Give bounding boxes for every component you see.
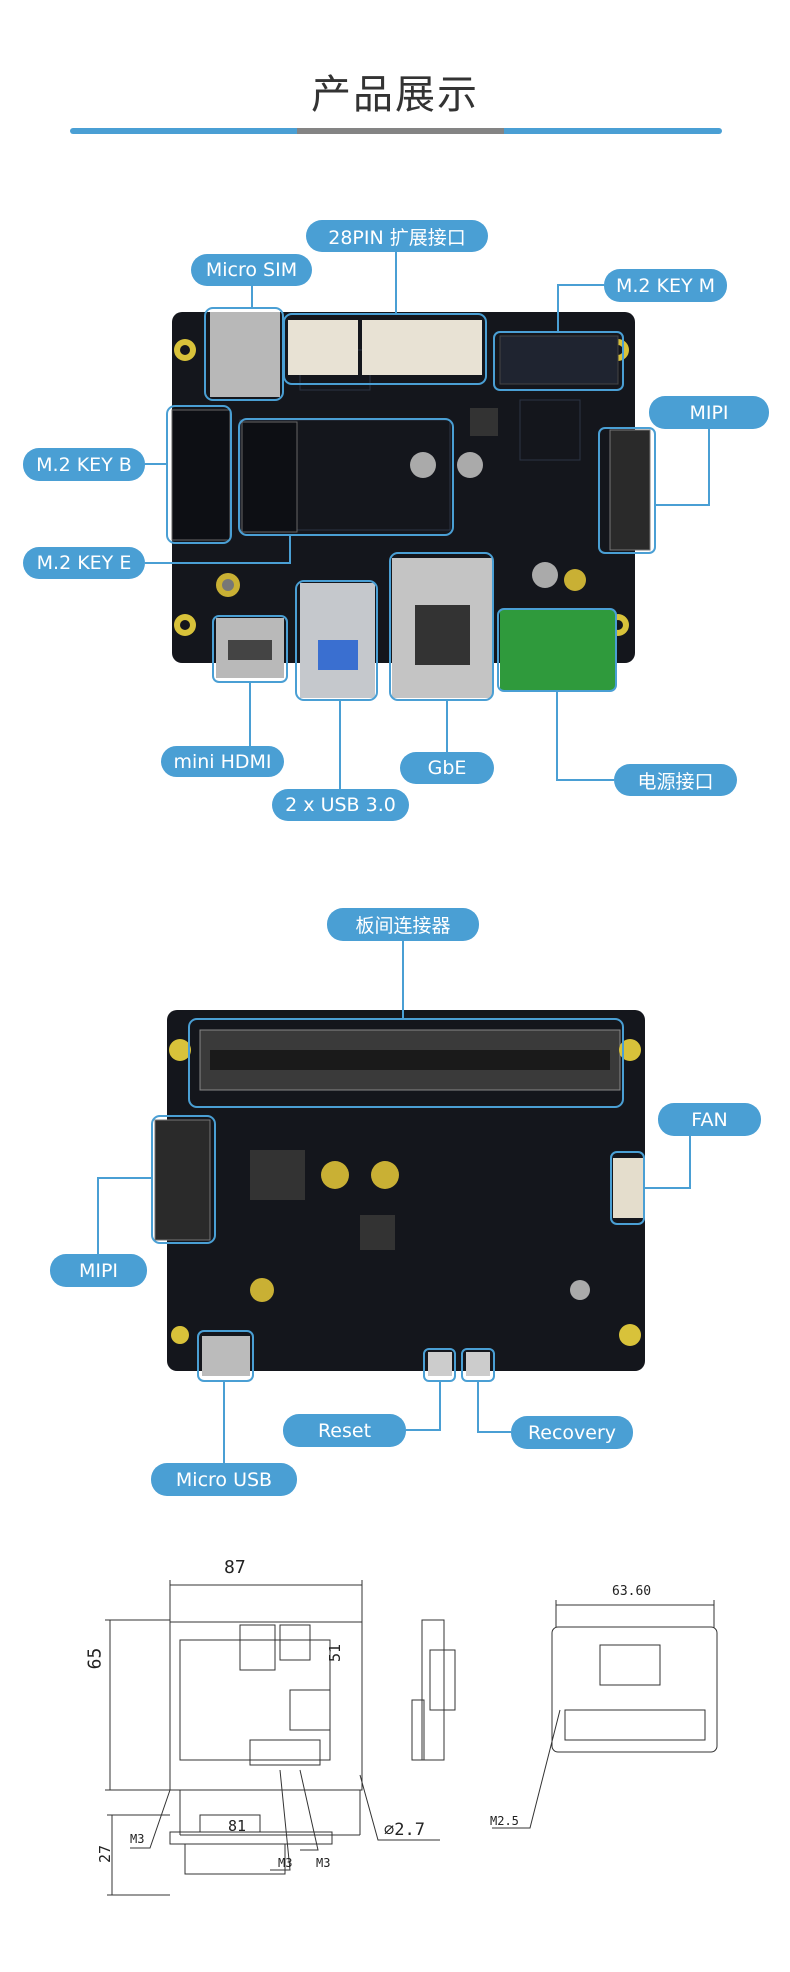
dim-m3-right: M3 bbox=[316, 1856, 331, 1870]
dim-width: 87 bbox=[224, 1557, 246, 1578]
front-board-image bbox=[171, 312, 651, 698]
title-divider-mid bbox=[297, 128, 504, 134]
back-board-image bbox=[154, 1010, 645, 1376]
front-leader-lines bbox=[145, 252, 710, 789]
label-gbe: GbE bbox=[400, 752, 494, 784]
label-power-connector: 电源接口 bbox=[614, 764, 737, 796]
title-divider-right bbox=[504, 128, 722, 134]
label-recovery: Recovery bbox=[511, 1416, 633, 1449]
dim-hole-horizontal: 81 bbox=[228, 1817, 247, 1835]
dim-height: 65 bbox=[84, 1647, 106, 1670]
dim-hole-diameter: ∅2.7 bbox=[384, 1820, 425, 1840]
label-board-connector: 板间连接器 bbox=[327, 908, 479, 941]
dim-thickness: 27 bbox=[96, 1844, 115, 1864]
label-reset: Reset bbox=[283, 1414, 406, 1447]
label-mipi-back: MIPI bbox=[50, 1254, 147, 1287]
dimension-drawings bbox=[105, 1580, 718, 1896]
label-m2-key-e: M.2 KEY E bbox=[23, 547, 145, 579]
label-micro-sim: Micro SIM bbox=[191, 254, 312, 286]
back-leader-lines bbox=[97, 941, 691, 1463]
label-micro-usb: Micro USB bbox=[151, 1463, 297, 1496]
dim-hole-vertical: 51 bbox=[326, 1643, 345, 1663]
dim-m3-mid: M3 bbox=[278, 1856, 293, 1870]
label-mini-hdmi: mini HDMI bbox=[161, 746, 284, 777]
dim-m3-left: M3 bbox=[130, 1832, 145, 1846]
page-title: 产品展示 bbox=[311, 72, 479, 118]
label-fan: FAN bbox=[658, 1103, 761, 1136]
dim-back-width: 63.60 bbox=[612, 1584, 652, 1599]
front-highlight-boxes bbox=[166, 307, 656, 701]
title-divider-left bbox=[70, 128, 297, 134]
dim-m25: M2.5 bbox=[490, 1814, 519, 1828]
label-m2-key-b: M.2 KEY B bbox=[23, 448, 145, 481]
label-28pin-expansion: 28PIN 扩展接口 bbox=[306, 220, 488, 252]
label-mipi-front: MIPI bbox=[649, 396, 769, 429]
label-usb3: 2 x USB 3.0 bbox=[272, 789, 409, 821]
label-m2-key-m: M.2 KEY M bbox=[604, 269, 727, 302]
